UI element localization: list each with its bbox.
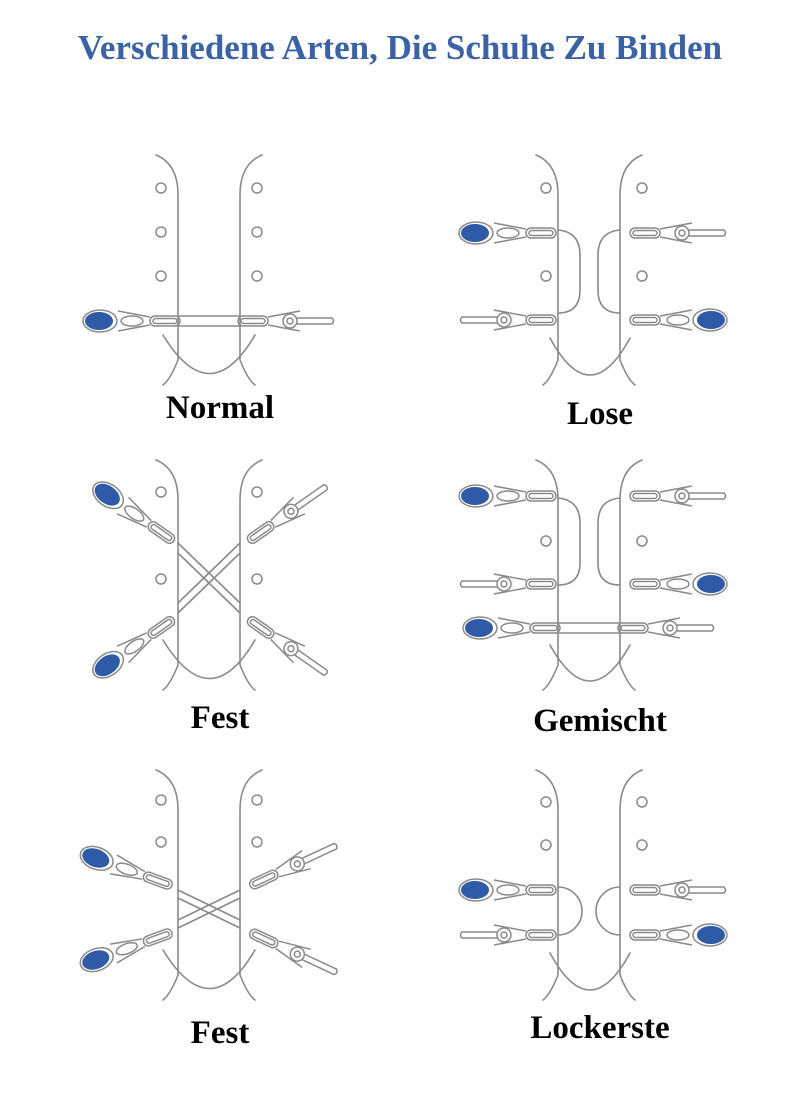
lace-end — [246, 483, 328, 545]
shoe-diagram-lose — [458, 154, 728, 386]
lace-end — [629, 879, 727, 901]
lace-end — [617, 617, 715, 639]
shoe-diagram-lockerste — [458, 769, 728, 1001]
aglet-right — [237, 310, 335, 332]
aglet-blue — [697, 311, 725, 329]
aglet-blue — [85, 312, 113, 330]
label-fest: Fest — [190, 700, 250, 736]
aglet-bottom-left — [462, 616, 561, 640]
aglet-top-left — [92, 481, 176, 545]
aglet-left — [82, 309, 181, 333]
shoe-diagram-fest — [92, 459, 328, 691]
aglet-blue — [82, 848, 110, 868]
lacing-fest: Fest — [20, 455, 420, 775]
aglet-blue — [82, 950, 110, 970]
aglet-blue — [461, 881, 489, 899]
aglet-bottom-right — [629, 308, 728, 332]
aglet-top-left — [458, 484, 557, 508]
aglet-bottom-right — [629, 923, 728, 947]
page-title: Verschiedene Arten, Die Schuhe Zu Binden — [77, 28, 723, 67]
aglet-bottom-left — [79, 928, 173, 973]
lace-end — [629, 222, 727, 244]
label-lose: Lose — [567, 396, 633, 432]
lacing-lockerste: Lockerste — [400, 765, 800, 1085]
aglet-top-left — [79, 845, 173, 890]
lace-end — [246, 615, 328, 677]
label-fest-2: Fest — [190, 1015, 250, 1051]
lace-end — [248, 842, 338, 890]
lacing-lose: Lose — [400, 150, 800, 470]
lace-end — [629, 485, 727, 507]
label-lockerste: Lockerste — [530, 1010, 670, 1046]
aglet-middle-right — [629, 572, 728, 596]
aglet-bottom-left — [92, 615, 176, 679]
aglet-top-left — [458, 878, 557, 902]
lace-end — [459, 924, 557, 946]
shoe-diagram-fest-2 — [79, 769, 338, 1001]
shoe-diagram-normal — [82, 154, 335, 386]
aglet-blue — [465, 619, 493, 637]
lacing-normal: Normal — [20, 150, 420, 470]
aglet-blue — [461, 224, 489, 242]
lace-end — [459, 573, 557, 595]
aglet-blue — [94, 483, 120, 506]
aglet-blue — [461, 487, 489, 505]
aglet-blue — [697, 926, 725, 944]
aglet-top-left — [458, 221, 557, 245]
shoe-diagram-gemischt — [458, 459, 728, 691]
lacing-fest-2: Fest — [20, 765, 420, 1085]
aglet-blue — [94, 654, 120, 677]
label-gemischt: Gemischt — [533, 703, 667, 739]
aglet-blue — [697, 575, 725, 593]
lace-end — [459, 309, 557, 331]
lacing-gemischt: Gemischt — [400, 455, 800, 775]
label-normal: Normal — [165, 390, 275, 426]
lace-end — [248, 928, 338, 976]
